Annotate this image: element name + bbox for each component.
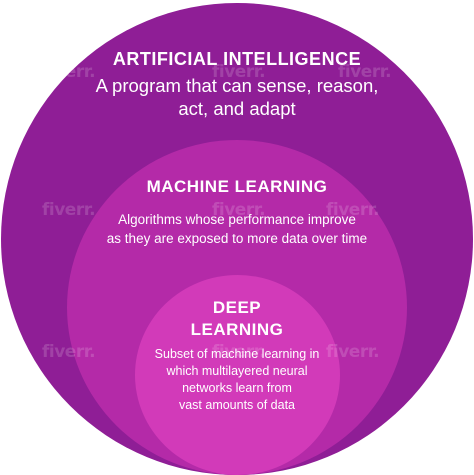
ai-title: ARTIFICIAL INTELLIGENCE [112, 49, 362, 69]
watermark: fiverr. [42, 342, 96, 362]
ai-description-line: act, and adapt [178, 98, 296, 119]
dl-description-line: vast amounts of data [178, 398, 296, 412]
watermark: fiverr. [212, 342, 266, 362]
dl-description: Subset of machine learning in which mult… [0, 346, 474, 414]
dl-description-line: Subset of machine learning in [154, 347, 320, 361]
watermark: fiverr. [42, 62, 96, 82]
ml-description-line: as they are exposed to more data over ti… [106, 231, 368, 246]
watermark: fiverr. [326, 342, 380, 362]
dl-circle [135, 275, 340, 475]
watermark: fiverr. [326, 200, 380, 220]
dl-description-line: which multilayered neural [166, 364, 308, 378]
ml-title: MACHINE LEARNING [146, 177, 328, 196]
watermark: fiverr. [212, 62, 266, 82]
ml-description-line: Algorithms whose performance improve [118, 212, 356, 227]
watermark: fiverr. [212, 200, 266, 220]
watermark: fiverr. [42, 200, 96, 220]
ai-description-line: A program that can sense, reason, [95, 75, 379, 96]
ml-description: Algorithms whose performance improve as … [0, 210, 474, 248]
dl-description-line: networks learn from [182, 381, 292, 395]
dl-title-line: LEARNING [190, 320, 284, 339]
dl-title-line: DEEP [212, 298, 262, 317]
ai-description: A program that can sense, reason, act, a… [0, 74, 474, 120]
watermark: fiverr. [338, 62, 392, 82]
dl-title: DEEP LEARNING [0, 297, 474, 341]
